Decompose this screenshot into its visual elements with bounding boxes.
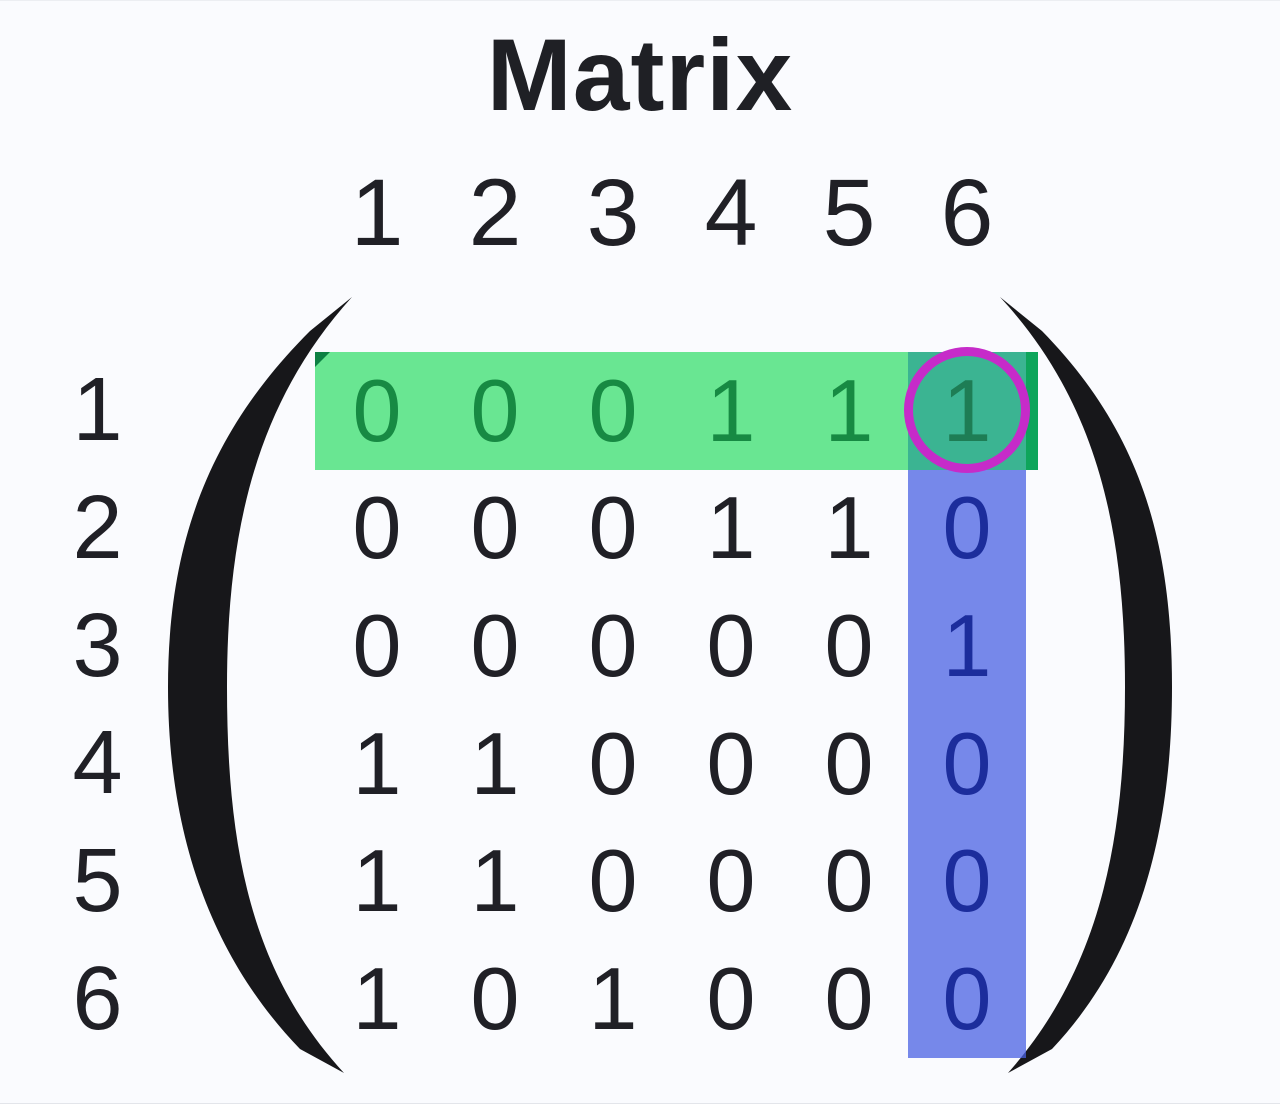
row-header-1: 1 <box>72 360 123 461</box>
matrix-cell: 0 <box>824 596 874 696</box>
matrix-cell: 0 <box>942 831 992 931</box>
column-header-5: 5 <box>822 160 876 266</box>
matrix-cell: 1 <box>470 831 520 931</box>
matrix-cell: 0 <box>824 713 874 813</box>
matrix-cell: 0 <box>470 360 520 460</box>
paren-overlap-notch <box>315 352 330 367</box>
matrix-cell: 0 <box>588 831 638 931</box>
matrix-cell: 1 <box>706 360 756 460</box>
matrix-cell: 1 <box>352 949 402 1049</box>
matrix-cell: 0 <box>942 478 992 578</box>
matrix-cell: 0 <box>588 713 638 813</box>
column-header-1: 1 <box>350 160 404 266</box>
matrix-cell: 1 <box>470 713 520 813</box>
page-title: Matrix <box>486 18 794 132</box>
matrix-cell: 0 <box>352 596 402 696</box>
column-6-highlight <box>908 470 1026 1058</box>
matrix-cell: 1 <box>588 949 638 1049</box>
matrix-cell: 1 <box>352 831 402 931</box>
left-parenthesis <box>168 297 352 1073</box>
matrix-cell: 0 <box>470 478 520 578</box>
matrix-cell: 1 <box>824 360 874 460</box>
matrix-cell: 1 <box>942 596 992 696</box>
matrix-cell: 0 <box>942 949 992 1049</box>
matrix-cell: 0 <box>824 949 874 1049</box>
selection-circle <box>904 347 1030 473</box>
matrix-cell: 0 <box>706 831 756 931</box>
matrix-body: 0 0 0 1 1 1 0 0 0 1 1 0 0 0 0 0 0 1 1 1 … <box>318 352 1026 1058</box>
column-header-6: 6 <box>940 160 994 266</box>
column-header-3: 3 <box>586 160 640 266</box>
matrix-cell: 0 <box>588 360 638 460</box>
column-header-2: 2 <box>468 160 522 266</box>
right-parenthesis <box>1000 297 1172 1073</box>
matrix-cell: 0 <box>824 831 874 931</box>
matrix-cell: 0 <box>706 949 756 1049</box>
matrix-cell: 1 <box>352 713 402 813</box>
row-header-5: 5 <box>72 830 123 931</box>
matrix-cell: 0 <box>706 596 756 696</box>
matrix-cell: 0 <box>470 596 520 696</box>
row-headers: 1 2 3 4 5 6 <box>45 352 150 1058</box>
matrix-cell: 0 <box>942 713 992 813</box>
matrix-cell: 1 <box>824 478 874 578</box>
column-header-4: 4 <box>704 160 758 266</box>
matrix-cell: 0 <box>706 713 756 813</box>
matrix-cell: 1 <box>706 478 756 578</box>
row-header-2: 2 <box>72 477 123 578</box>
row-header-6: 6 <box>72 948 123 1049</box>
matrix-cell: 0 <box>352 360 402 460</box>
row-header-3: 3 <box>72 595 123 696</box>
matrix-cell: 0 <box>588 478 638 578</box>
matrix-cell: 0 <box>588 596 638 696</box>
row-header-4: 4 <box>72 713 123 814</box>
column-headers: 1 2 3 4 5 6 <box>318 159 1026 266</box>
matrix-cell: 0 <box>352 478 402 578</box>
matrix-cell: 0 <box>470 949 520 1049</box>
